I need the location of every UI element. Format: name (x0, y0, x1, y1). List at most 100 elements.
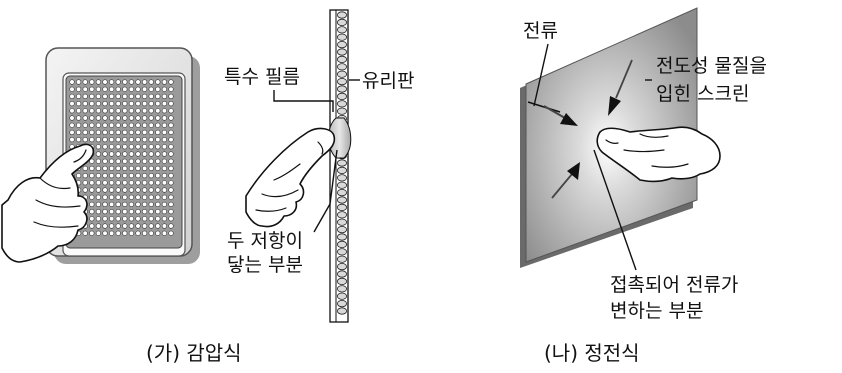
panel-dot (142, 100, 148, 107)
panel-dot (89, 108, 95, 114)
resistor-pellet (336, 240, 347, 248)
panel-dot (108, 93, 115, 99)
panel-dot (148, 158, 154, 164)
panel-dot (128, 122, 134, 128)
panel-dot (82, 187, 88, 193)
panel-dot (128, 151, 134, 157)
panel-dot (135, 79, 141, 85)
resistor-pellet (336, 189, 347, 197)
panel-dot (108, 115, 115, 121)
resistor-pellet (336, 277, 347, 285)
panel-dot (82, 115, 88, 121)
panel-dot (122, 93, 128, 99)
panel-dot (135, 216, 141, 222)
panel-dot (102, 187, 108, 193)
pressing-hand-icon (245, 127, 336, 228)
panel-dot (102, 137, 108, 143)
panel-dot (155, 187, 161, 193)
panel-dot (115, 223, 121, 229)
panel-dot (115, 180, 121, 186)
panel-dot (135, 201, 141, 207)
panel-dot (82, 108, 88, 114)
panel-dot (161, 93, 167, 99)
panel-dot (155, 93, 161, 99)
panel-dot (95, 230, 101, 236)
panel-dot (128, 209, 134, 215)
panel-dot (115, 165, 121, 171)
resistor-pellet (336, 85, 347, 93)
panel-dot (69, 86, 75, 92)
panel-dot (168, 137, 174, 143)
panel-dot (128, 187, 134, 193)
panel-dot (102, 100, 108, 107)
panel-dot (168, 223, 174, 229)
glass-cross-section (328, 9, 352, 323)
panel-dot (115, 137, 121, 143)
panel-dot (89, 158, 95, 164)
panel-dot (128, 115, 134, 121)
resistor-pellet (336, 55, 347, 64)
panel-dot (102, 86, 108, 92)
panel-dot (95, 86, 101, 92)
panel-dot (135, 86, 141, 92)
panel-dot (115, 100, 121, 107)
panel-dot (155, 230, 161, 236)
panel-dot (108, 230, 115, 236)
current-label: 전류 (523, 20, 558, 42)
panel-dot (168, 122, 174, 128)
panel-dot (161, 194, 167, 200)
panel-dot (122, 180, 128, 186)
panel-dot (89, 201, 95, 207)
panel-dot (148, 216, 154, 222)
panel-dot (102, 122, 108, 128)
panel-dot (75, 100, 82, 107)
panel-dot (161, 108, 167, 114)
arrow-head-bottom (567, 162, 580, 180)
panel-dot (115, 209, 121, 215)
panel-dot (69, 79, 75, 85)
panel-dot (135, 187, 141, 193)
panel-dot (128, 230, 134, 236)
panel-dot (115, 122, 121, 128)
panel-dot (95, 122, 101, 128)
panel-dot (108, 216, 115, 222)
panel-dot (122, 79, 128, 85)
panel-dot (168, 115, 174, 121)
panel-dot (82, 230, 88, 236)
panel-dot (168, 151, 174, 157)
panel-dot (161, 165, 167, 171)
panel-dot (135, 158, 141, 164)
panel-dot (161, 201, 167, 207)
panel-dot (75, 108, 82, 114)
panel-dot (102, 180, 108, 186)
panel-dot (155, 223, 161, 229)
panel-dot (148, 137, 154, 143)
panel-dot (128, 180, 134, 186)
panel-dot (95, 201, 101, 207)
resistor-pellet (336, 203, 347, 211)
panel-dot (108, 158, 115, 164)
panel-dot (89, 216, 95, 222)
panel-dot (122, 129, 128, 135)
panel-dot (69, 100, 75, 107)
panel-dot (75, 115, 82, 121)
panel-dot (95, 137, 101, 143)
panel-dot (128, 93, 134, 99)
panel-dot (142, 93, 148, 99)
panel-dot (89, 129, 95, 135)
panel-dot (161, 180, 167, 186)
panel-dot (142, 144, 148, 150)
panel-dot (108, 165, 115, 171)
panel-dot (115, 230, 121, 236)
panel-dot (128, 137, 134, 143)
panel-dot (142, 108, 148, 114)
panel-dot (161, 115, 167, 121)
panel-dot (75, 122, 82, 128)
panel-dot (142, 230, 148, 236)
panel-dot (161, 209, 167, 215)
panel-dot (135, 165, 141, 171)
touch-point-label-line1: 두 저항이 (227, 230, 303, 252)
panel-dot (95, 194, 101, 200)
resistor-pellet (336, 270, 347, 278)
